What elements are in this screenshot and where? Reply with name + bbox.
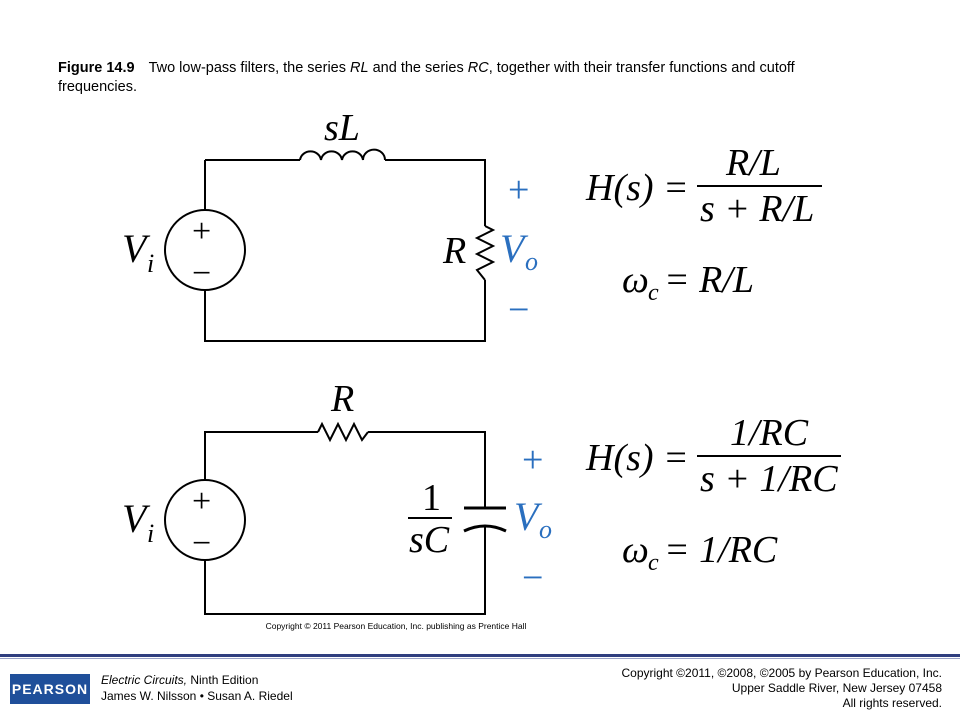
rl-voltage-source	[164, 209, 246, 291]
copyright-line-3: All rights reserved.	[842, 696, 942, 710]
caption-rc: RC	[467, 60, 489, 76]
rl-inductor-label: sL	[324, 107, 360, 149]
pearson-logo: PEARSON	[10, 674, 90, 704]
rl-hs-denominator: s + R/L	[700, 188, 814, 230]
rl-source-plus: +	[192, 213, 211, 250]
copyright-line-1: Copyright ©2011, ©2008, ©2005 by Pearson…	[621, 666, 942, 680]
caption-text-post: , together with their transfer functions…	[58, 60, 795, 95]
rc-cap-denominator: sC	[409, 519, 450, 561]
rl-resistor	[474, 225, 496, 281]
book-title: Electric Circuits,	[101, 673, 188, 687]
rc-resistor-label: R	[330, 378, 354, 420]
book-title-line: Electric Circuits, Ninth Edition	[101, 672, 293, 688]
rc-wc-omega: ω	[622, 529, 649, 571]
copyright-line-2: Upper Saddle River, New Jersey 07458	[731, 681, 942, 695]
rc-circuit-wires	[204, 431, 486, 615]
figure-credit: Copyright © 2011 Pearson Education, Inc.…	[265, 621, 527, 631]
rc-vi-subscript: i	[147, 519, 154, 548]
rl-resistor-label: R	[442, 230, 466, 272]
rl-vo-label: V	[500, 226, 529, 271]
rc-cap-numerator: 1	[422, 477, 441, 519]
rl-output-plus: +	[508, 169, 529, 211]
rl-output-minus: −	[508, 289, 529, 331]
caption-rl: RL	[350, 60, 369, 76]
rc-output-plus: +	[522, 439, 543, 481]
rl-wc-omega: ω	[622, 259, 649, 301]
footer-divider-thin	[0, 658, 960, 659]
footer-divider	[0, 654, 960, 657]
rc-output-minus: −	[522, 557, 543, 599]
caption-text-mid: and the series	[368, 60, 468, 76]
figure-caption: Figure 14.9 Two low-pass filters, the ser…	[58, 59, 848, 97]
rc-vo-label: V	[514, 494, 543, 539]
book-info: Electric Circuits, Ninth Edition James W…	[101, 672, 293, 704]
rl-vo-subscript: o	[525, 247, 538, 276]
caption-text-pre: Two low-pass filters, the series	[148, 60, 351, 76]
figure-label: Figure 14.9	[58, 60, 135, 76]
rc-hs-denominator: s + 1/RC	[700, 458, 838, 500]
rl-hs-numerator: R/L	[725, 142, 781, 184]
rc-hs-lhs: H(s) =	[585, 437, 689, 479]
rc-source-minus: −	[192, 525, 211, 562]
rl-inductor	[299, 148, 386, 161]
copyright-block: Copyright ©2011, ©2008, ©2005 by Pearson…	[621, 666, 942, 711]
rc-resistor	[317, 421, 369, 443]
rc-vi-label: V	[122, 496, 151, 541]
rc-wc-rhs: = 1/RC	[664, 529, 778, 571]
rc-vo-subscript: o	[539, 515, 552, 544]
rc-wc-subscript: c	[648, 550, 659, 576]
rl-vi-subscript: i	[147, 249, 154, 278]
rl-vi-label: V	[122, 226, 151, 271]
book-authors: James W. Nilsson • Susan A. Riedel	[101, 689, 293, 703]
rc-capacitor	[463, 506, 507, 533]
rl-hs-lhs: H(s) =	[585, 167, 689, 209]
rl-wc-subscript: c	[648, 280, 659, 306]
book-edition: Ninth Edition	[187, 673, 259, 687]
rl-circuit-wires	[204, 159, 486, 342]
rl-wc-rhs: = R/L	[664, 259, 754, 301]
rc-source-plus: +	[192, 483, 211, 520]
rc-hs-numerator: 1/RC	[730, 412, 809, 454]
rl-source-minus: −	[192, 255, 211, 292]
rc-voltage-source	[164, 479, 246, 561]
